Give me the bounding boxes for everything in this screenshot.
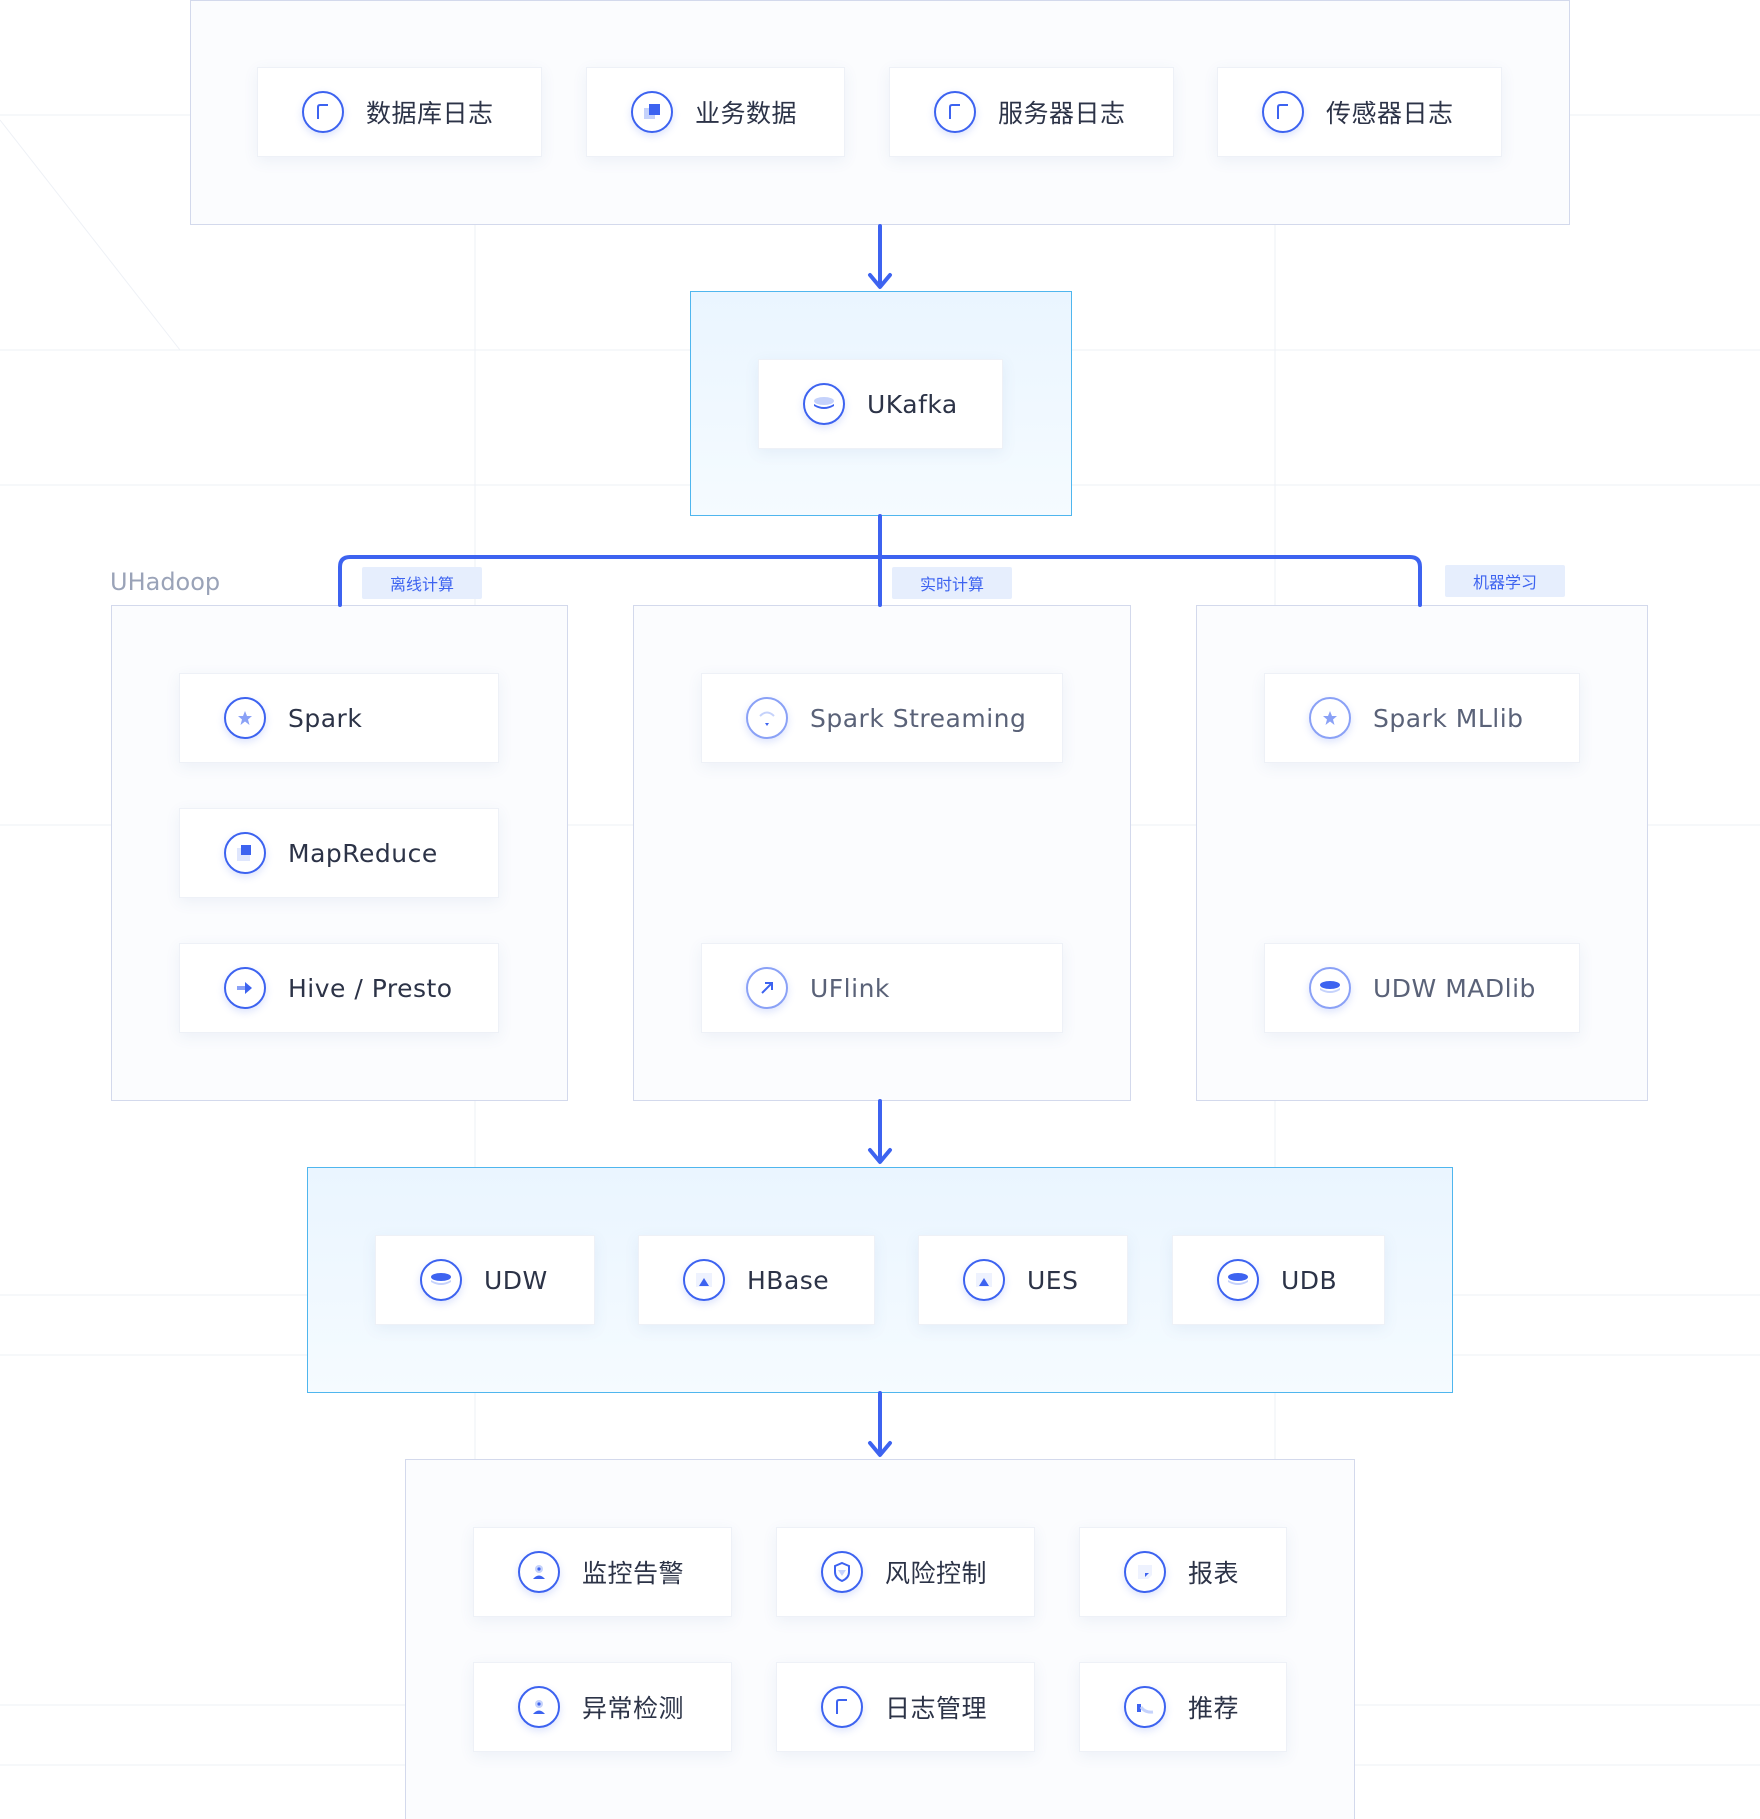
layers-icon: [631, 91, 673, 133]
source-label: 数据库日志: [366, 99, 494, 128]
app-card-monitoring-alert[interactable]: 监控告警: [473, 1527, 732, 1617]
source-card-business-data[interactable]: 业务数据: [586, 67, 845, 157]
kafka-card[interactable]: UKafka: [758, 359, 1003, 449]
storage-label: UDW: [484, 1265, 548, 1295]
source-label: 服务器日志: [998, 99, 1126, 128]
triangle-icon: [963, 1259, 1005, 1301]
database-icon: [803, 383, 845, 425]
realtime-card-uflink[interactable]: UFlink: [701, 943, 1063, 1033]
arrow-branches-to-storage: [868, 1099, 892, 1164]
document-icon: [302, 91, 344, 133]
offline-item-label: MapReduce: [288, 838, 438, 868]
arrow-up-right-icon: [746, 967, 788, 1009]
app-card-log-management[interactable]: 日志管理: [776, 1662, 1035, 1752]
app-card-anomaly-detection[interactable]: 异常检测: [473, 1662, 732, 1752]
ml-card-spark-mllib[interactable]: Spark MLlib: [1264, 673, 1580, 763]
offline-item-label: Spark: [288, 703, 363, 733]
storage-card-udw[interactable]: UDW: [375, 1235, 595, 1325]
source-label: 业务数据: [695, 99, 798, 128]
storage-card-hbase[interactable]: HBase: [638, 1235, 875, 1325]
offline-item-label: Hive / Presto: [288, 973, 453, 1003]
star-icon: [1309, 697, 1351, 739]
ml-card-udw-madlib[interactable]: UDW MADlib: [1264, 943, 1580, 1033]
user-icon: [518, 1686, 560, 1728]
database-icon: [420, 1259, 462, 1301]
arrow-sources-to-kafka: [868, 224, 892, 289]
realtime-item-label: Spark Streaming: [810, 703, 1027, 733]
shield-icon: [821, 1551, 863, 1593]
offline-card-mapreduce[interactable]: MapReduce: [179, 808, 499, 898]
realtime-card-spark-streaming[interactable]: Spark Streaming: [701, 673, 1063, 763]
arrow-right-icon: [224, 967, 266, 1009]
source-label: 传感器日志: [1326, 99, 1454, 128]
line-split-branches: [338, 555, 1422, 607]
storage-label: UDB: [1281, 1265, 1338, 1295]
app-card-recommendation[interactable]: 推荐: [1079, 1662, 1287, 1752]
document-icon: [934, 91, 976, 133]
ml-item-label: Spark MLlib: [1373, 703, 1524, 733]
app-label: 报表: [1188, 1559, 1240, 1588]
uhadoop-title: UHadoop: [110, 568, 221, 596]
source-card-sensor-log[interactable]: 传感器日志: [1217, 67, 1502, 157]
app-card-risk-control[interactable]: 风险控制: [776, 1527, 1035, 1617]
realtime-item-label: UFlink: [810, 973, 890, 1003]
storage-label: HBase: [747, 1265, 830, 1295]
document-icon: [1262, 91, 1304, 133]
ml-item-label: UDW MADlib: [1373, 973, 1536, 1003]
user-icon: [518, 1551, 560, 1593]
source-card-db-log[interactable]: 数据库日志: [257, 67, 542, 157]
square-icon: [224, 832, 266, 874]
app-label: 风险控制: [885, 1559, 988, 1588]
document-icon: [821, 1686, 863, 1728]
curve-icon: [1124, 1686, 1166, 1728]
tag-realtime: 实时计算: [892, 567, 1012, 599]
applications-panel: [405, 1459, 1355, 1819]
storage-card-udb[interactable]: UDB: [1172, 1235, 1385, 1325]
app-card-report[interactable]: 报表: [1079, 1527, 1287, 1617]
tag-ml: 机器学习: [1445, 565, 1565, 597]
arrow-storage-to-apps: [868, 1391, 892, 1457]
app-label: 推荐: [1188, 1694, 1240, 1723]
kafka-label: UKafka: [867, 389, 958, 419]
app-label: 异常检测: [582, 1694, 685, 1723]
chart-icon: [1124, 1551, 1166, 1593]
triangle-icon: [683, 1259, 725, 1301]
storage-card-ues[interactable]: UES: [918, 1235, 1128, 1325]
storage-label: UES: [1027, 1265, 1079, 1295]
offline-card-hive-presto[interactable]: Hive / Presto: [179, 943, 499, 1033]
database-icon: [1309, 967, 1351, 1009]
app-label: 监控告警: [582, 1559, 685, 1588]
database-icon: [1217, 1259, 1259, 1301]
app-label: 日志管理: [885, 1694, 988, 1723]
signal-icon: [746, 697, 788, 739]
tag-offline: 离线计算: [362, 567, 482, 599]
offline-card-spark[interactable]: Spark: [179, 673, 499, 763]
star-icon: [224, 697, 266, 739]
source-card-server-log[interactable]: 服务器日志: [889, 67, 1174, 157]
